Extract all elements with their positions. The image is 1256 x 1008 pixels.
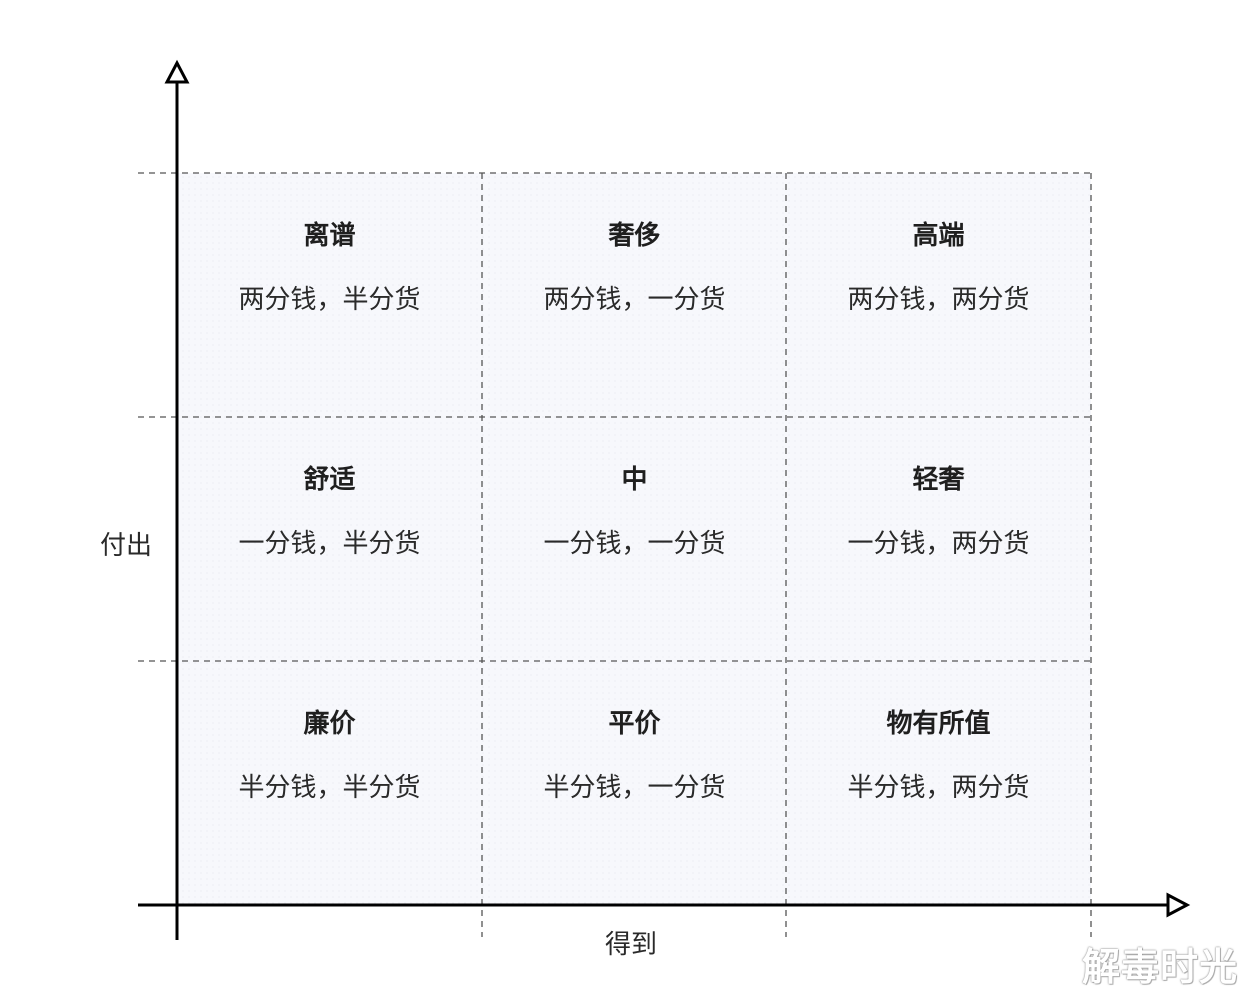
cell-0-2: 高端 两分钱，两分货 xyxy=(786,173,1091,417)
grid-background xyxy=(177,173,1091,905)
cell-1-2: 轻奢 一分钱，两分货 xyxy=(786,417,1091,661)
cell-title: 高端 xyxy=(912,221,965,251)
watermark: 解毒时光 xyxy=(1081,945,1238,989)
x-axis-arrow-icon xyxy=(1166,892,1191,918)
cell-title: 轻奢 xyxy=(912,465,965,495)
cell-desc: 半分钱，一分货 xyxy=(543,773,726,803)
cell-desc: 一分钱，半分货 xyxy=(238,529,421,559)
cell-desc: 半分钱，半分货 xyxy=(238,773,421,803)
cell-1-1: 中 一分钱，一分货 xyxy=(482,417,787,661)
y-axis-arrow-icon xyxy=(164,59,190,84)
cell-0-0: 离谱 两分钱，半分货 xyxy=(177,173,482,417)
x-axis-label: 得到 xyxy=(605,930,658,960)
cell-2-1: 平价 半分钱，一分货 xyxy=(482,661,787,905)
cell-title: 廉价 xyxy=(303,709,356,739)
cell-2-0: 廉价 半分钱，半分货 xyxy=(177,661,482,905)
cell-title: 离谱 xyxy=(303,221,356,251)
cell-desc: 两分钱，半分货 xyxy=(238,285,421,315)
cell-title: 舒适 xyxy=(303,465,356,495)
cell-title: 奢侈 xyxy=(608,221,661,251)
cell-2-2: 物有所值 半分钱，两分货 xyxy=(786,661,1091,905)
cell-desc: 半分钱，两分货 xyxy=(847,773,1030,803)
cell-title: 物有所值 xyxy=(886,709,991,739)
cell-0-1: 奢侈 两分钱，一分货 xyxy=(482,173,787,417)
y-axis-label: 付出 xyxy=(100,531,153,561)
cell-1-0: 舒适 一分钱，半分货 xyxy=(177,417,482,661)
cell-title: 中 xyxy=(621,465,648,495)
cell-title: 平价 xyxy=(608,709,661,739)
cell-desc: 两分钱，两分货 xyxy=(847,285,1030,315)
cell-desc: 两分钱，一分货 xyxy=(543,285,726,315)
cell-desc: 一分钱，一分货 xyxy=(543,529,726,559)
cell-desc: 一分钱，两分货 xyxy=(847,529,1030,559)
